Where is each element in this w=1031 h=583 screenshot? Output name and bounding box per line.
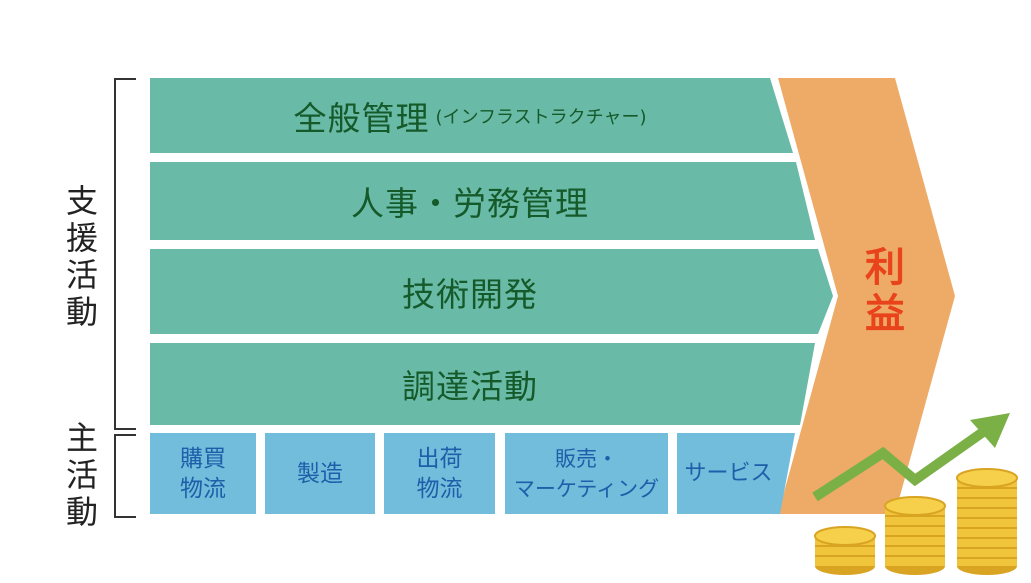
- primary-activity-outbound-logistics: 出荷 物流: [384, 433, 495, 514]
- support-char: 活: [66, 256, 99, 294]
- profit-chevron: [778, 78, 955, 514]
- primary-activity-line: 製造: [297, 460, 343, 487]
- primary-activity-line: マーケティング: [513, 476, 660, 501]
- support-activity-sublabel: (インフラストラクチャー): [435, 106, 647, 128]
- support-row-shape: [150, 162, 815, 240]
- primary-activity-service: サービス: [677, 433, 780, 514]
- profit-char: 益: [865, 291, 905, 337]
- support-activity-hr: 人事・労務管理: [150, 162, 790, 240]
- support-row-shape: [150, 249, 833, 334]
- support-activity-technology: 技術開発: [150, 249, 790, 334]
- support-activities-label: 支 援 活 動: [66, 183, 98, 331]
- primary-activity-inbound-logistics: 購買 物流: [150, 433, 256, 514]
- coin-stack-icon: [814, 468, 1018, 575]
- support-char: 援: [66, 219, 99, 257]
- rising-arrow-icon: [812, 413, 1010, 502]
- primary-activity-line: 物流: [180, 475, 226, 502]
- support-activity-label: 全般管理: [293, 98, 430, 138]
- primary-box-shape: [265, 433, 375, 514]
- profit-char: 利: [865, 245, 905, 291]
- support-row-shape: [150, 343, 815, 425]
- primary-char: 活: [66, 456, 99, 494]
- primary-activity-line: 出荷: [416, 445, 463, 472]
- primary-char: 主: [66, 419, 99, 457]
- primary-box-shape: [384, 433, 495, 514]
- primary-activity-line: 販売・: [555, 446, 618, 471]
- primary-activity-line: 購買: [180, 445, 226, 472]
- primary-activity-operations: 製造: [265, 433, 375, 514]
- profit-label: 利 益: [855, 245, 915, 337]
- primary-activity-line: サービス: [684, 460, 773, 486]
- support-activity-label: 技術開発: [402, 274, 538, 314]
- primary-activity-marketing-sales: 販売・ マーケティング: [505, 433, 668, 514]
- primary-activity-line: 物流: [416, 475, 463, 502]
- primary-bracket: [114, 434, 136, 518]
- support-row-shape: [150, 78, 793, 153]
- support-bracket: [114, 78, 136, 430]
- support-activity-general-management: 全般管理 (インフラストラクチャー): [150, 78, 790, 153]
- primary-box-shape: [677, 433, 795, 514]
- support-activity-label: 調達活動: [402, 367, 538, 406]
- support-activity-procurement: 調達活動: [150, 343, 790, 425]
- primary-box-shape: [505, 433, 668, 514]
- primary-box-shape: [150, 433, 256, 514]
- support-char: 動: [66, 293, 99, 331]
- primary-activities-label: 主 活 動: [66, 420, 98, 531]
- support-activity-label: 人事・労務管理: [351, 184, 589, 223]
- support-char: 支: [66, 182, 99, 220]
- primary-char: 動: [66, 493, 99, 531]
